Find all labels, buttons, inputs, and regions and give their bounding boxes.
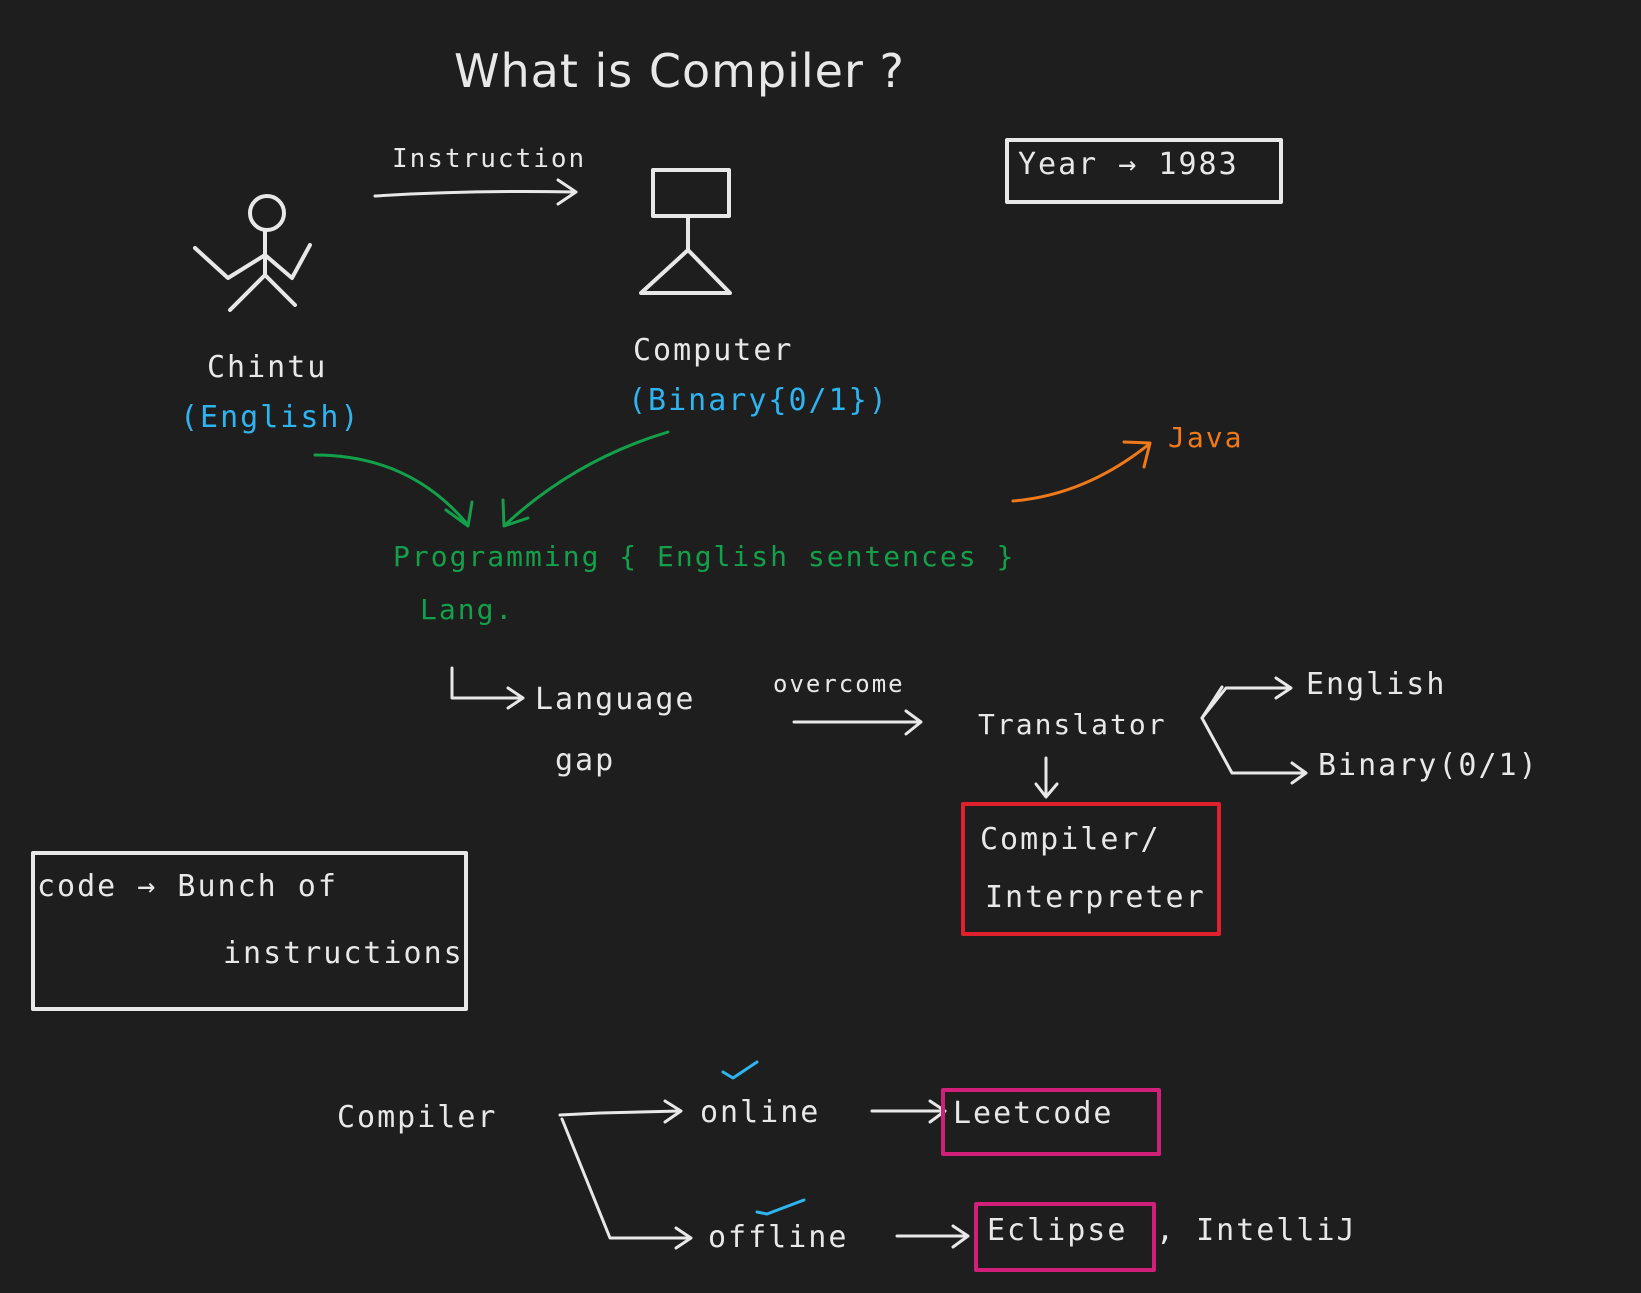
code-box-border <box>31 851 468 1011</box>
english-to-programming-arrow <box>313 453 474 528</box>
intellij-label: , IntelliJ <box>1156 1213 1357 1248</box>
stick-figure-icon <box>193 194 312 312</box>
code-box-line1: code → Bunch of <box>37 869 338 904</box>
instruction-arrow <box>373 178 578 206</box>
language-gap-arrow <box>450 666 525 710</box>
person-language: (English) <box>180 400 361 435</box>
computer-icon <box>639 168 732 295</box>
translator-fork-arrows <box>1200 676 1308 785</box>
online-label: online <box>700 1095 821 1130</box>
offline-label: offline <box>708 1220 849 1255</box>
java-arrow <box>1011 440 1152 503</box>
compiler-interpreter-box <box>961 802 1221 936</box>
leetcode-label: Leetcode <box>953 1096 1114 1131</box>
compiler-interpreter-line1: Compiler/ <box>980 822 1161 857</box>
year-label: Year → 1983 <box>1018 147 1239 182</box>
translator-label: Translator <box>978 708 1167 741</box>
language-gap-line2: gap <box>555 743 616 778</box>
online-check-icon <box>721 1060 759 1080</box>
translator-output-english: English <box>1306 667 1447 702</box>
compiler-root-label: Compiler <box>337 1100 498 1135</box>
year-box-border <box>1005 138 1283 204</box>
code-box-line2: instructions <box>223 936 464 971</box>
computer-language: (Binary{0/1}) <box>628 383 889 418</box>
overcome-label: overcome <box>773 670 905 698</box>
programming-line2: Lang. <box>420 593 515 626</box>
binary-to-programming-arrow <box>501 430 670 528</box>
offline-check-icon <box>755 1198 806 1216</box>
eclipse-box <box>974 1202 1156 1272</box>
person-name: Chintu <box>207 350 328 385</box>
java-label: Java <box>1168 421 1244 454</box>
translator-output-binary: Binary(0/1) <box>1318 748 1539 783</box>
compiler-interpreter-line2: Interpreter <box>985 880 1206 915</box>
instruction-label: Instruction <box>392 144 587 174</box>
language-gap-line1: Language <box>535 682 696 717</box>
computer-name: Computer <box>633 333 794 368</box>
programming-line1: Programming { English sentences } <box>393 540 1016 573</box>
overcome-arrow <box>792 709 923 736</box>
leetcode-box <box>941 1088 1161 1156</box>
translator-down-arrow <box>1034 756 1059 799</box>
eclipse-label: Eclipse <box>987 1213 1128 1248</box>
page-title: What is Compiler ? <box>454 44 905 98</box>
